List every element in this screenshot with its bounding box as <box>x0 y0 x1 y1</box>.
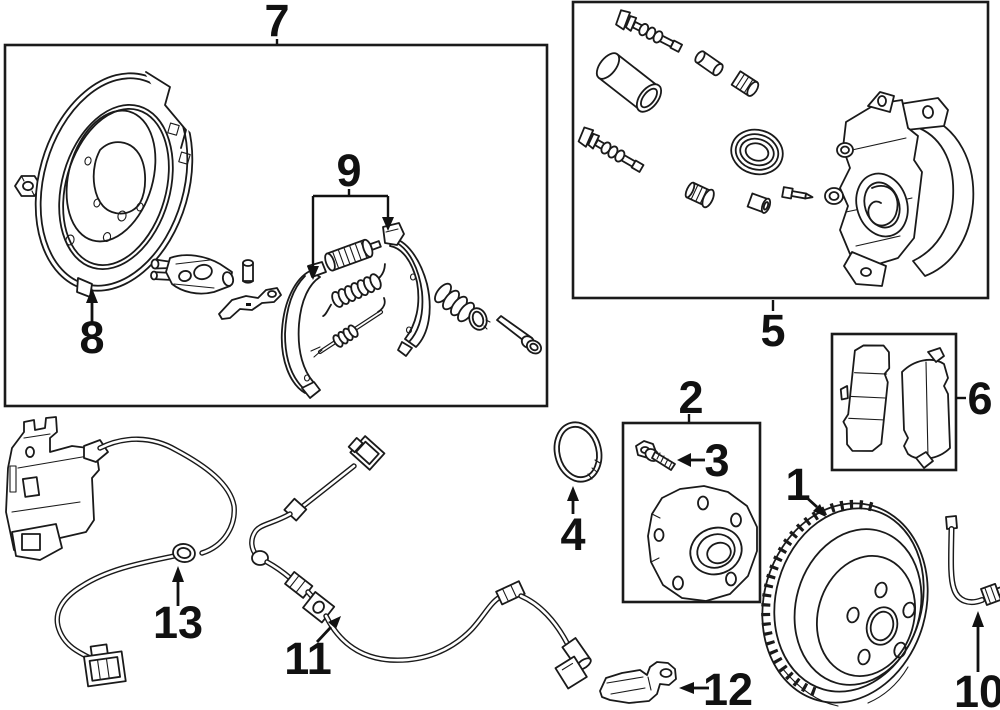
brake-shoe-left <box>280 261 327 399</box>
hub-bolt <box>635 440 676 471</box>
callout-12: 12 <box>679 664 753 710</box>
parking-brake-lever <box>218 287 282 320</box>
callout-3-arrow <box>677 453 691 467</box>
guide-pin-upper <box>615 9 683 53</box>
return-spring-upper <box>322 263 386 317</box>
caliper-kit-box-5 <box>571 0 990 300</box>
callout-3-label: 3 <box>704 435 729 486</box>
callout-2: 2 <box>678 372 703 423</box>
abs-sensor-rear <box>5 416 237 688</box>
callout-13-arrow <box>172 566 184 582</box>
callout-9-arrow-right <box>382 217 394 231</box>
callout-1-label: 1 <box>785 459 810 510</box>
brake-shoe-right <box>382 222 431 357</box>
callout-10-label: 10 <box>954 666 1000 710</box>
pad-box-6 <box>830 332 958 472</box>
shoe-pin <box>242 259 254 284</box>
callout-1: 1 <box>785 459 826 517</box>
abs-sensor-front <box>249 435 592 690</box>
callout-5: 5 <box>760 300 786 356</box>
pin-bushing <box>694 50 724 77</box>
callout-10-arrow <box>972 611 984 627</box>
callout-9-label: 9 <box>336 145 361 196</box>
brake-pad-outer <box>839 344 891 452</box>
hex-nut <box>14 175 42 197</box>
callout-8-arrow <box>86 288 98 303</box>
callout-1-arrow <box>813 504 826 517</box>
brake-caliper <box>824 91 975 287</box>
callout-6-label: 6 <box>967 373 992 424</box>
brake-rotor <box>761 499 929 707</box>
callout-8: 8 <box>79 288 105 363</box>
harness-clip <box>172 543 196 563</box>
callout-4: 4 <box>560 486 586 560</box>
bleeder-screw <box>781 186 814 200</box>
callout-9: 9 <box>307 145 394 280</box>
hold-down-spring <box>434 282 475 323</box>
callout-13: 13 <box>153 566 203 648</box>
spring-washer <box>468 307 491 331</box>
piston-boot <box>730 128 784 176</box>
anchor-bolt <box>496 315 542 355</box>
callout-11: 11 <box>284 616 341 684</box>
callout-3: 3 <box>677 435 730 486</box>
callout-12-arrow <box>679 682 694 694</box>
callout-4-arrow <box>567 486 579 501</box>
callout-6: 6 <box>956 373 993 424</box>
callout-4-label: 4 <box>560 509 585 560</box>
callout-12-label: 12 <box>703 664 753 710</box>
caliper-piston <box>595 52 663 113</box>
hub-box-2 <box>621 421 762 604</box>
hub-bearing-assembly <box>647 485 758 602</box>
callout-11-label: 11 <box>284 633 332 684</box>
callout-11-arrow <box>328 616 341 629</box>
return-spring-lower <box>310 297 386 358</box>
callout-10: 10 <box>954 611 1000 710</box>
callout-7: 7 <box>264 0 289 46</box>
guide-pin-lower <box>577 126 645 173</box>
mount-bracket <box>599 661 677 704</box>
bleeder-cap <box>746 192 772 214</box>
callout-2-label: 2 <box>678 372 703 423</box>
brake-hose <box>945 515 1000 606</box>
callout-5-label: 5 <box>760 305 785 356</box>
sensor-plug <box>347 435 386 471</box>
callout-7-label: 7 <box>264 0 289 46</box>
callout-9-arrow-left <box>307 266 319 280</box>
kit-box-7 <box>3 43 549 408</box>
shoe-adjuster-assembly <box>150 254 235 295</box>
sensor-connector <box>83 643 127 688</box>
bushing-cap <box>730 70 760 97</box>
retaining-ring <box>553 421 603 483</box>
pin-boot-small <box>684 181 715 209</box>
adjuster-screw <box>324 238 382 272</box>
backing-plate <box>34 62 210 298</box>
brake-pad-inner <box>901 347 951 469</box>
